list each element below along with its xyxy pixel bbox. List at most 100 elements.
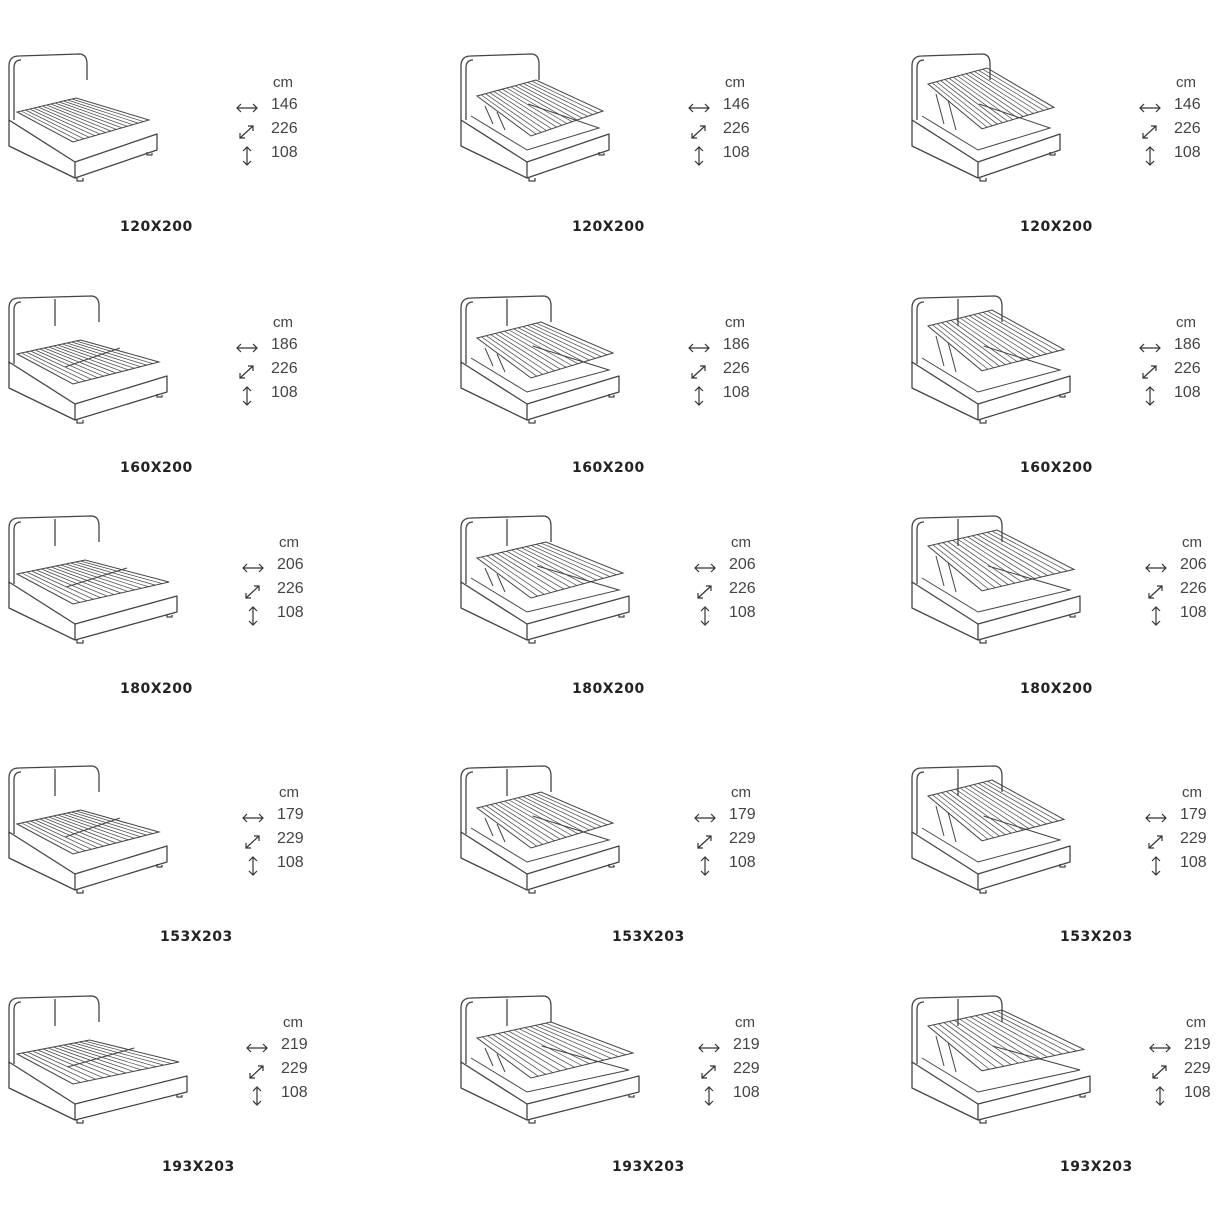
dimension-value: 219	[1184, 1036, 1211, 1053]
dimension-value: 226	[1180, 580, 1207, 597]
diagonal-arrow-icon	[241, 582, 265, 602]
dimension-value: 108	[1180, 854, 1207, 871]
dimension-value: 229	[1180, 830, 1207, 847]
bed-size-label: 193X203	[1060, 1159, 1133, 1175]
bed-option-lift-slats-open: cm 179 229 108 153X203	[908, 762, 1228, 1002]
length-dimension: 226	[241, 580, 331, 602]
height-dimension: 108	[235, 384, 325, 406]
dimension-value: 226	[271, 120, 298, 137]
width-arrow-icon	[1144, 558, 1168, 578]
dimensions-block: cm 179 229 108	[1144, 784, 1228, 884]
bed-illustration	[460, 53, 610, 182]
width-dimension: 206	[1144, 556, 1228, 578]
bed-size-label: 180X200	[1020, 681, 1093, 697]
bed-size-label: 120X200	[572, 219, 645, 235]
height-dimension: 108	[1138, 144, 1228, 166]
height-dimension: 108	[687, 144, 777, 166]
unit-label: cm	[731, 784, 751, 801]
height-arrow-icon	[1138, 386, 1162, 406]
bed-size-label: 193X203	[162, 1159, 235, 1175]
diagonal-arrow-icon	[693, 832, 717, 852]
diagonal-arrow-icon	[235, 362, 259, 382]
diagonal-arrow-icon	[235, 122, 259, 142]
dimension-value: 186	[1174, 336, 1201, 353]
diagonal-arrow-icon	[687, 362, 711, 382]
dimension-value: 108	[723, 144, 750, 161]
dimension-value: 226	[271, 360, 298, 377]
dimension-value: 229	[733, 1060, 760, 1077]
dimension-value: 108	[729, 854, 756, 871]
height-arrow-icon	[687, 386, 711, 406]
height-arrow-icon	[693, 606, 717, 626]
width-arrow-icon	[1138, 338, 1162, 358]
unit-label: cm	[279, 534, 299, 551]
height-dimension: 108	[1148, 1084, 1228, 1106]
height-dimension: 108	[687, 384, 777, 406]
unit-label: cm	[735, 1014, 755, 1031]
diagonal-arrow-icon	[1144, 582, 1168, 602]
width-dimension: 146	[1138, 96, 1228, 118]
width-dimension: 146	[687, 96, 777, 118]
length-dimension: 226	[235, 360, 325, 382]
dimension-value: 219	[733, 1036, 760, 1053]
width-arrow-icon	[693, 558, 717, 578]
bed-illustration	[460, 515, 630, 644]
bed-illustration	[460, 765, 620, 894]
dimension-value: 229	[281, 1060, 308, 1077]
bed-illustration	[460, 995, 640, 1124]
height-arrow-icon	[1138, 146, 1162, 166]
height-dimension: 108	[693, 854, 783, 876]
width-arrow-icon	[1144, 808, 1168, 828]
bed-size-label: 153X203	[612, 929, 685, 945]
dimension-value: 146	[1174, 96, 1201, 113]
width-dimension: 179	[241, 806, 331, 828]
dimension-value: 146	[723, 96, 750, 113]
bed-size-label: 153X203	[1060, 929, 1133, 945]
bed-illustration	[8, 995, 188, 1124]
bed-size-label: 180X200	[120, 681, 193, 697]
height-dimension: 108	[1138, 384, 1228, 406]
dimension-value: 179	[1180, 806, 1207, 823]
bed-size-label: 193X203	[612, 1159, 685, 1175]
bed-illustration	[911, 765, 1071, 894]
diagonal-arrow-icon	[697, 1062, 721, 1082]
dimensions-block: cm 146 226 108	[1138, 74, 1228, 174]
unit-label: cm	[1176, 314, 1196, 331]
diagonal-arrow-icon	[245, 1062, 269, 1082]
width-dimension: 219	[697, 1036, 787, 1058]
dimension-value: 108	[723, 384, 750, 401]
height-dimension: 108	[245, 1084, 335, 1106]
unit-label: cm	[1176, 74, 1196, 91]
length-dimension: 229	[697, 1060, 787, 1082]
unit-label: cm	[725, 314, 745, 331]
length-dimension: 226	[235, 120, 325, 142]
length-dimension: 229	[1148, 1060, 1228, 1082]
height-arrow-icon	[241, 606, 265, 626]
dimension-value: 179	[729, 806, 756, 823]
height-arrow-icon	[687, 146, 711, 166]
unit-label: cm	[1182, 784, 1202, 801]
bed-illustration	[911, 995, 1091, 1124]
width-dimension: 186	[1138, 336, 1228, 358]
bed-size-label: 120X200	[120, 219, 193, 235]
unit-label: cm	[283, 1014, 303, 1031]
length-dimension: 226	[1144, 580, 1228, 602]
diagonal-arrow-icon	[241, 832, 265, 852]
unit-label: cm	[1182, 534, 1202, 551]
bed-size-label: 120X200	[1020, 219, 1093, 235]
dimension-value: 226	[277, 580, 304, 597]
dimension-value: 108	[733, 1084, 760, 1101]
width-dimension: 186	[687, 336, 777, 358]
height-dimension: 108	[1144, 854, 1228, 876]
dimension-value: 226	[1174, 120, 1201, 137]
